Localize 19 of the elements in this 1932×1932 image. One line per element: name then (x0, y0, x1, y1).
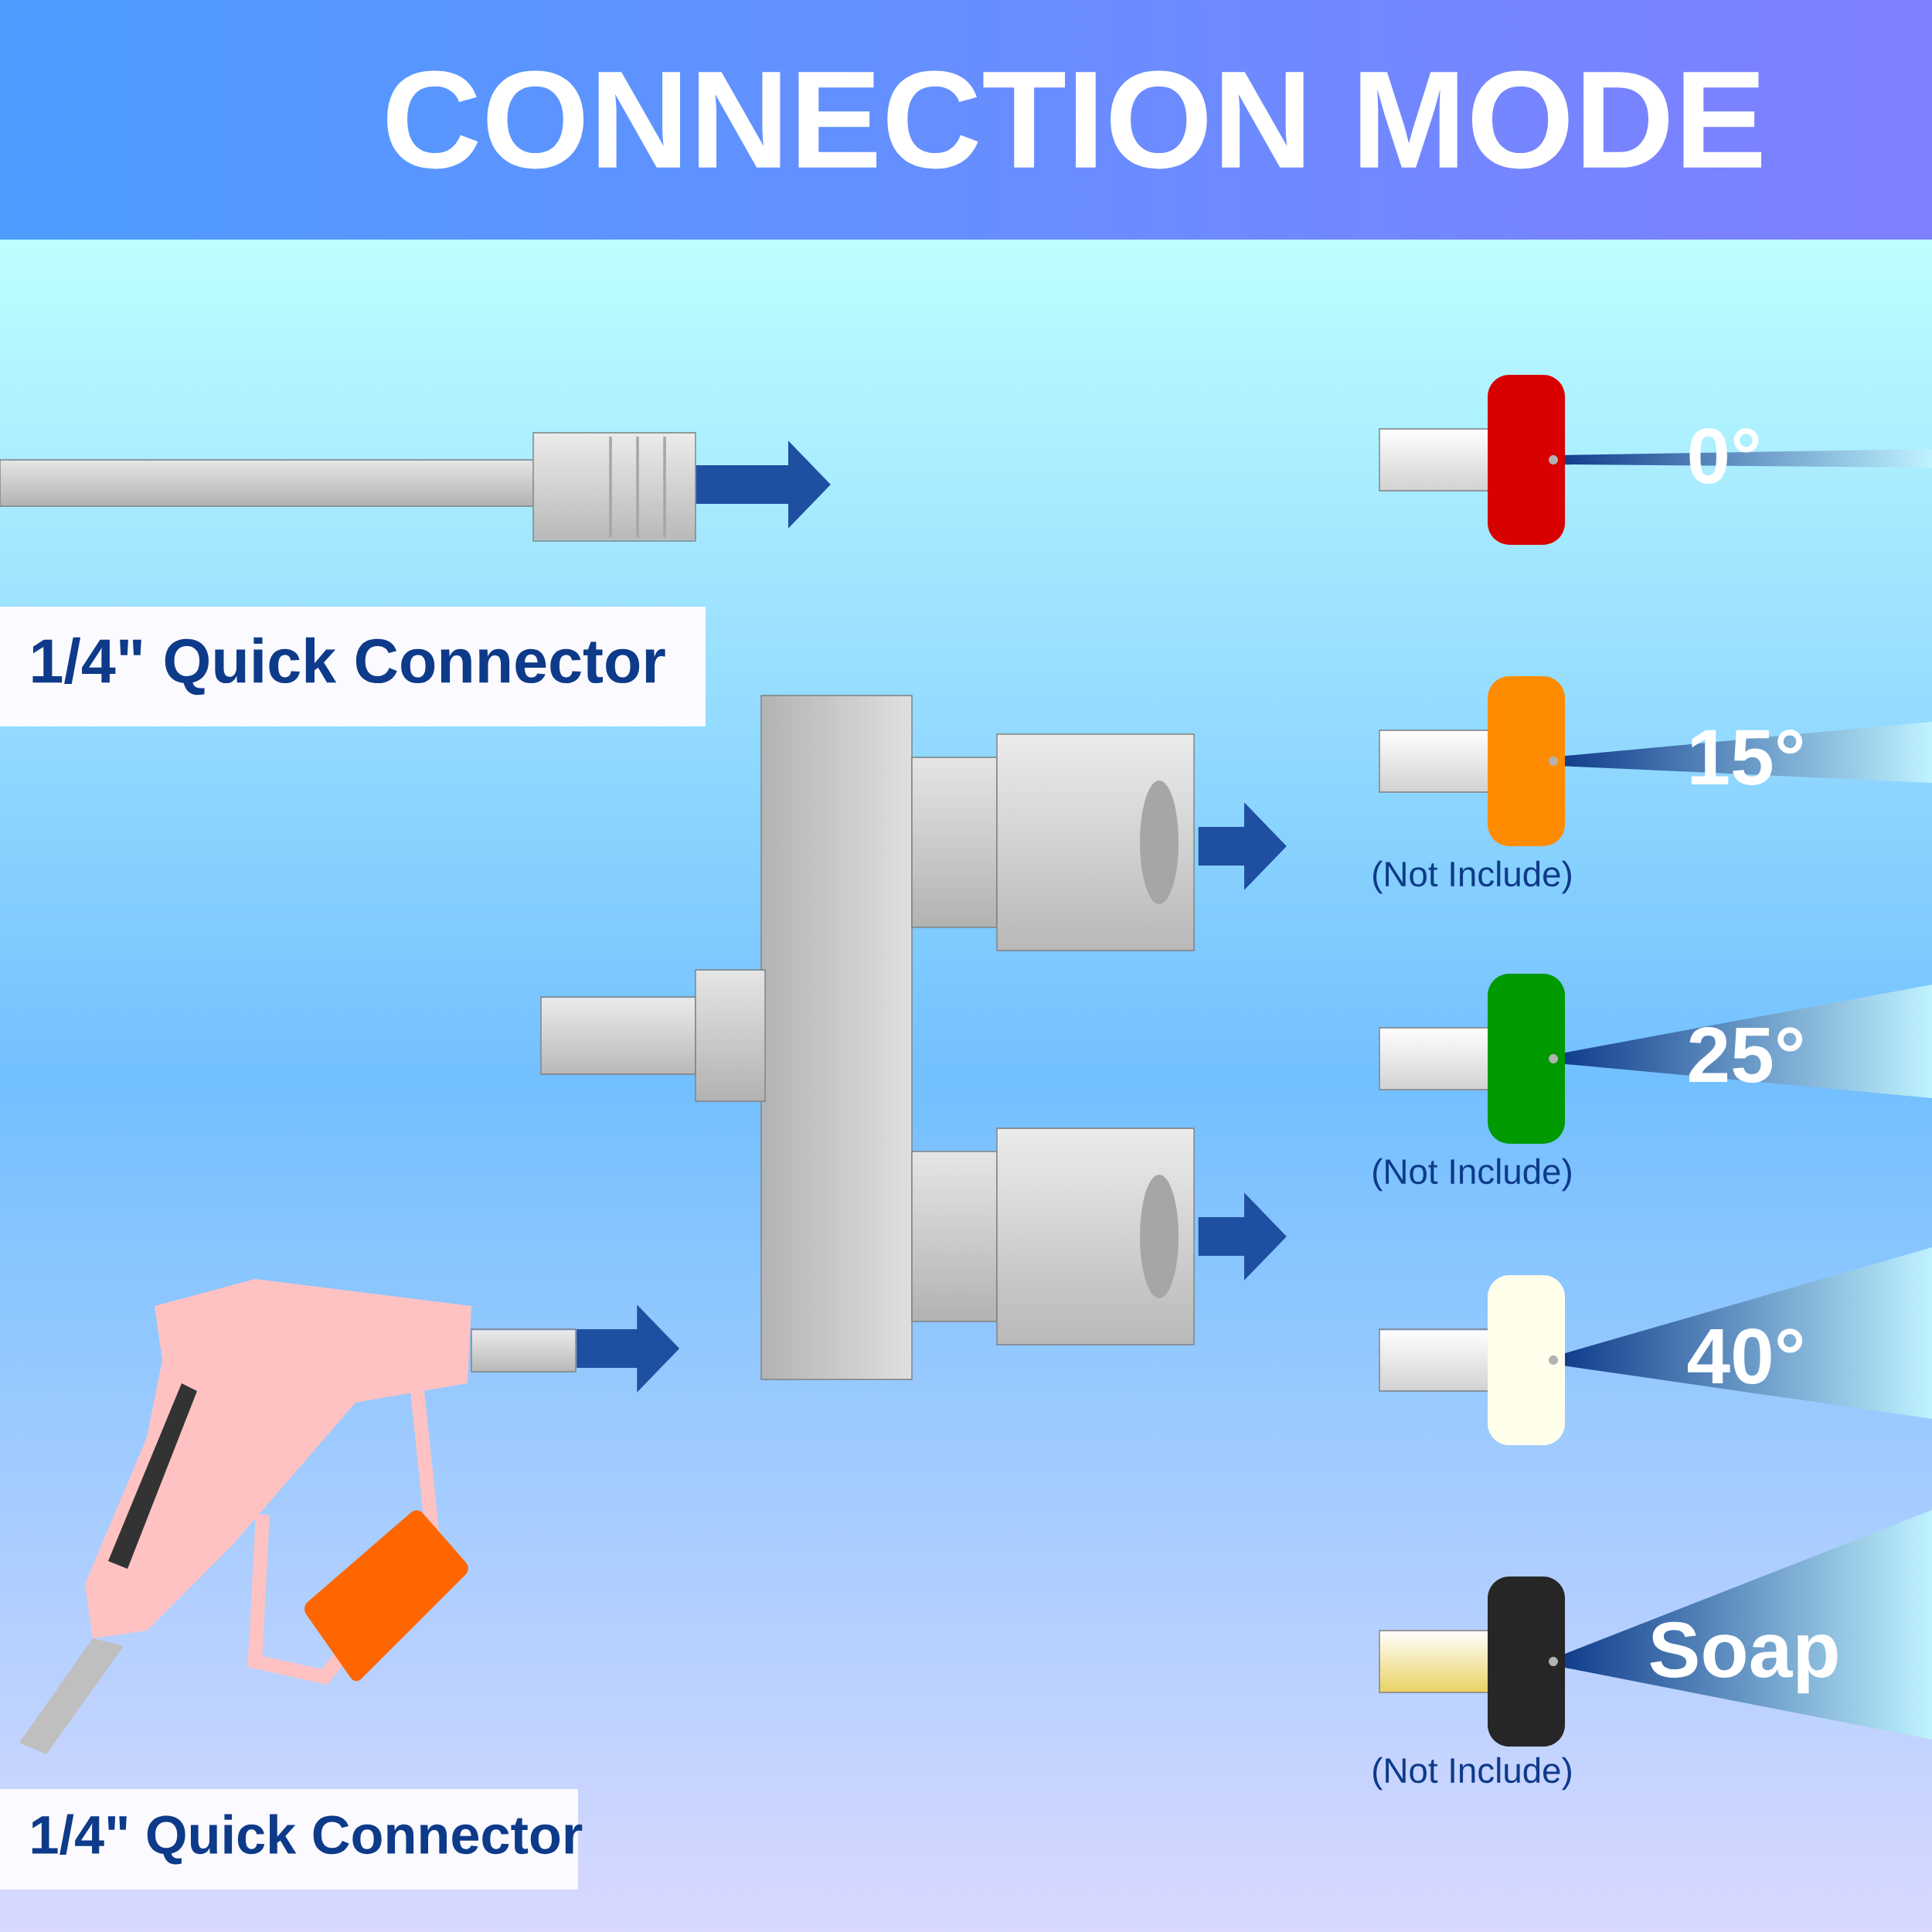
spray-angle-label: Soap (1650, 1621, 1838, 1694)
nozzle-drawing (1379, 675, 1566, 846)
wand-drawing (0, 432, 696, 542)
nozzle-drawing (1379, 1577, 1566, 1747)
note-text: (Not Include) (1373, 860, 1571, 894)
spray-gun-drawing (19, 1279, 577, 1754)
spray-angle-label: 25° (1689, 1026, 1803, 1083)
nozzle-drawing (1379, 1275, 1566, 1445)
splitter-drawing (540, 695, 1195, 1380)
label-banner: 1/4" Quick Connector (0, 1789, 583, 1889)
nozzle-drawing (1379, 374, 1566, 545)
spray-angle-label: 0° (1689, 427, 1759, 485)
note-text: (Not Include) (1373, 1158, 1571, 1192)
title: CONNECTION MODE (387, 70, 1762, 169)
spray-angle-label: 40° (1688, 1328, 1803, 1385)
note-text: (Not Include) (1373, 1757, 1571, 1791)
nozzle-drawing (1379, 974, 1566, 1144)
label-banner: 1/4" Quick Connector (0, 606, 706, 726)
spray-angle-label: 15° (1691, 730, 1803, 785)
